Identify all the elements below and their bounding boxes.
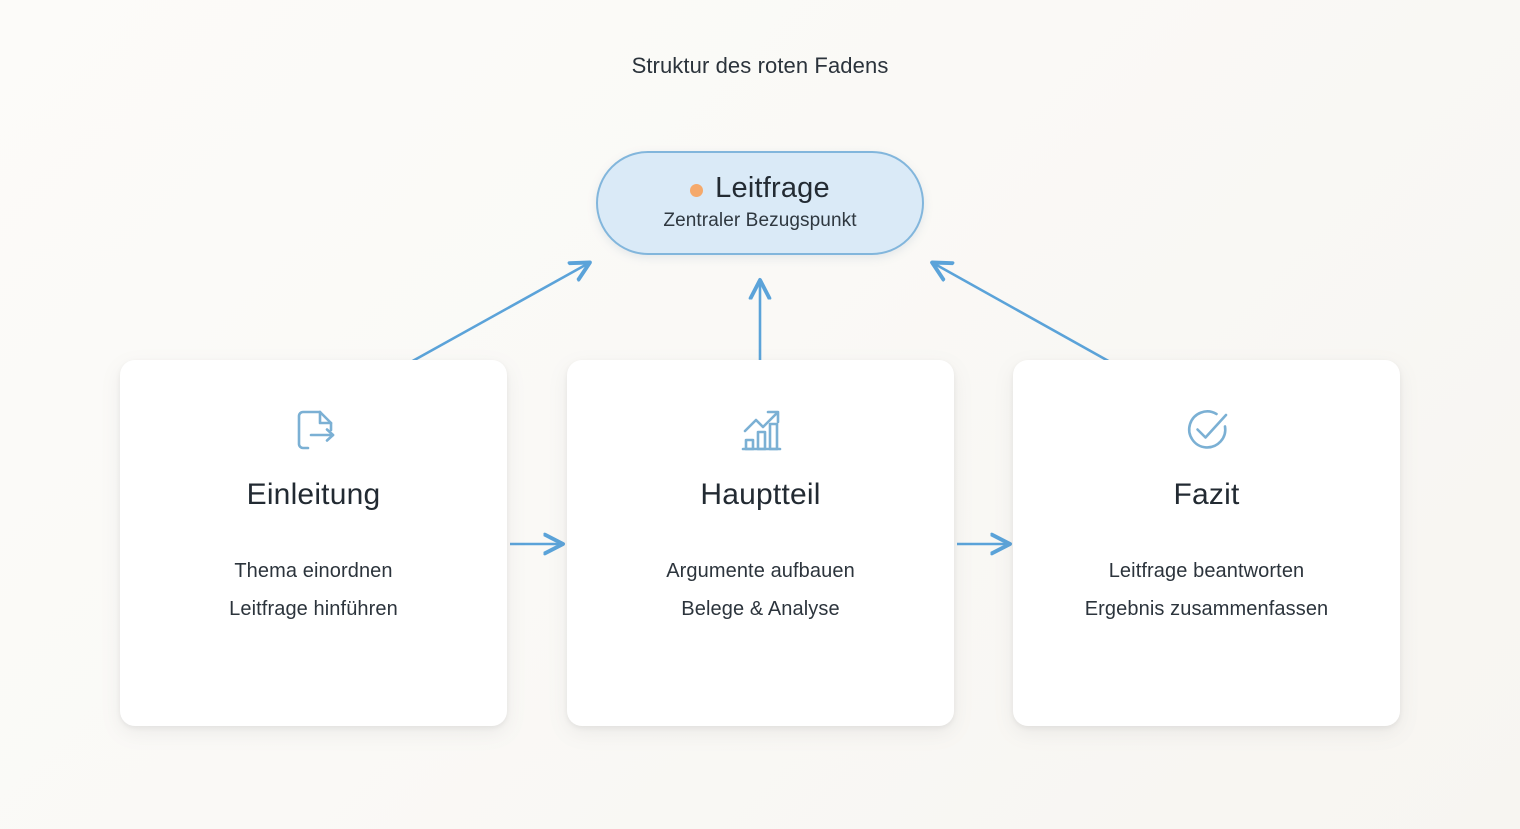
- central-node-leitfrage[interactable]: Leitfrage Zentraler Bezugspunkt: [596, 151, 924, 255]
- central-node-headline: Leitfrage: [690, 172, 830, 205]
- stage-title: Hauptteil: [700, 478, 821, 511]
- stage-detail-lines: Thema einordnen Leitfrage hinführen: [120, 560, 507, 621]
- stage-detail-line: Leitfrage beantworten: [1108, 560, 1305, 582]
- bar-chart-trend-up-icon: [735, 404, 787, 456]
- bullet-dot-icon: [690, 183, 704, 197]
- central-node-title: Leitfrage: [715, 172, 830, 204]
- stage-detail-line: Leitfrage hinführen: [229, 598, 398, 620]
- arrow-fazit-to-leitfrage: [933, 263, 1113, 365]
- stage-detail-line: Belege & Analyse: [681, 598, 840, 620]
- diagram-title: Struktur des roten Fadens: [631, 53, 889, 78]
- stage-detail-line: Thema einordnen: [234, 560, 393, 582]
- arrow-einleitung-to-leitfrage: [408, 263, 589, 365]
- stage-title: Einleitung: [246, 478, 381, 511]
- stage-detail-lines: Leitfrage beantworten Ergebnis zusammenf…: [1013, 560, 1400, 621]
- stage-title: Fazit: [1173, 478, 1240, 511]
- file-export-icon: [288, 404, 340, 456]
- circle-check-icon: [1181, 404, 1233, 456]
- stage-detail-line: Ergebnis zusammenfassen: [1084, 598, 1329, 620]
- stage-card-fazit[interactable]: Fazit Leitfrage beantworten Ergebnis zus…: [1013, 360, 1400, 726]
- stage-detail-line: Argumente aufbauen: [666, 560, 855, 582]
- central-node-subtitle: Zentraler Bezugspunkt: [663, 210, 857, 231]
- stage-card-einleitung[interactable]: Einleitung Thema einordnen Leitfrage hin…: [120, 360, 507, 726]
- stage-detail-lines: Argumente aufbauen Belege & Analyse: [567, 560, 954, 621]
- stage-card-hauptteil[interactable]: Hauptteil Argumente aufbauen Belege & An…: [567, 360, 954, 726]
